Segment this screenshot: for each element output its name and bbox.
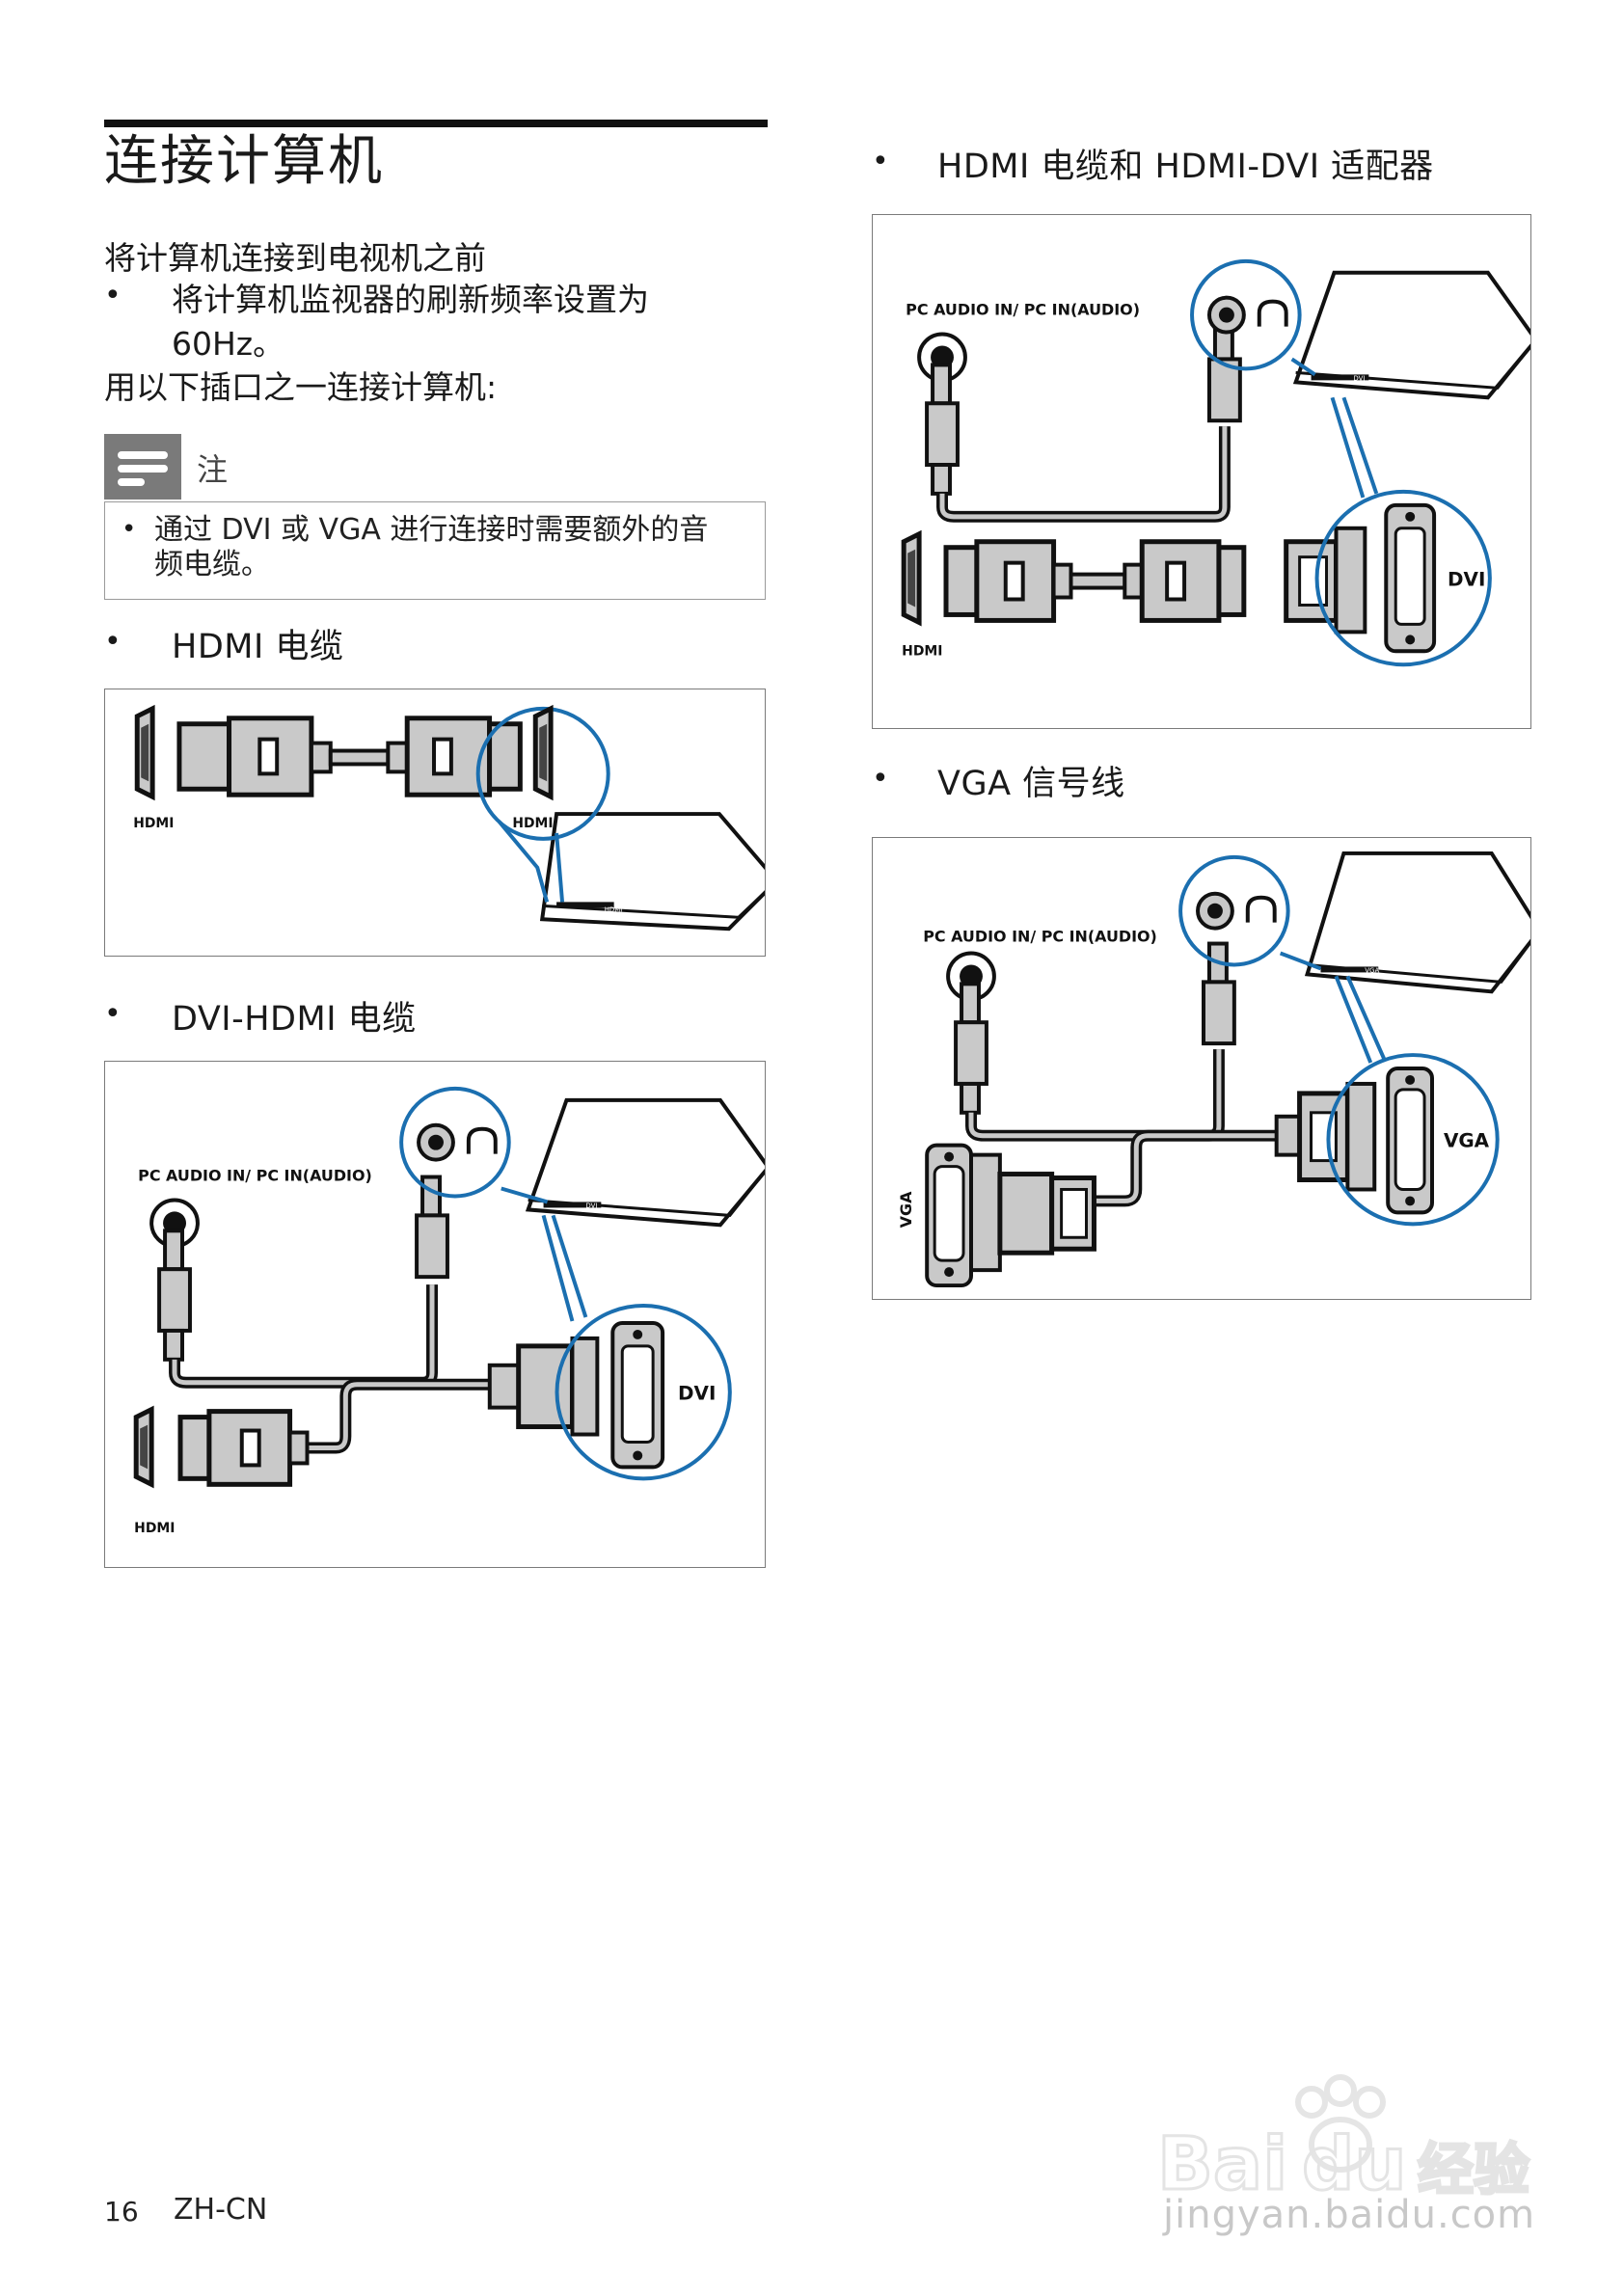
hdmi-port-icon [133,1405,154,1489]
note-icon [104,434,181,500]
callout-leader [541,1214,588,1322]
note-label: 注 [197,451,229,488]
headphone-icon [1245,895,1277,923]
callout-leader [497,820,565,903]
dvi-plug-icon [487,1336,600,1437]
label-vga-right: VGA [1444,1130,1490,1152]
dvi-port-icon [610,1320,665,1470]
vga-port-icon [925,1143,973,1288]
watermark-url: jingyan.baidu.com [1163,2193,1536,2237]
intro-bullet-text: 将计算机监视器的刷新频率设置为 [172,281,649,318]
label-hdmi: HDMI [134,1521,175,1536]
laptop-icon [1304,851,1530,994]
note-line: 通过 DVI 或 VGA 进行连接时需要额外的音 [154,513,709,547]
baidu-watermark-logo: Bai du 经验 [1156,2074,1531,2208]
svg-text:Bai: Bai [1157,2120,1287,2206]
callout-leader [1330,396,1379,499]
svg-text:du: du [1302,2120,1407,2206]
callout-circle [399,1086,511,1199]
callout-circle [1178,854,1290,967]
hdmi-plug-icon [386,716,523,797]
bullet-dot: • [872,145,889,178]
hdmi-plug-icon [943,539,1073,623]
dvi-port-icon [1384,502,1437,654]
bullet-dot: • [122,515,137,544]
label-hdmi-left: HDMI [133,816,174,831]
vga-plug-icon [969,1152,1096,1273]
figure-hdmi-dvi-adapter: PC AUDIO IN/ PC IN(AUDIO) DVI HDMI [872,214,1531,729]
callout-leader [501,1186,549,1204]
section-heading-hdmi: HDMI 电缆 [172,628,344,666]
hdmi-port-icon [532,704,554,801]
bullet-dot: • [872,762,889,796]
laptop-icon [539,812,765,932]
callout-leader [1290,357,1316,377]
headphone-icon [1257,299,1288,327]
figure-dvi-hdmi-cable: PC AUDIO IN/ PC IN(AUDIO) DVI [104,1061,766,1568]
label-pc-audio-in: PC AUDIO IN/ PC IN(AUDIO) [906,301,1140,319]
dvi-adapter-icon [1284,526,1367,635]
callout-circle [1190,258,1302,371]
headphone-icon [466,1126,498,1154]
label-hdmi-right: HDMI [512,816,553,831]
label-laptop-port: DVI [1353,374,1365,382]
label-laptop-port: VGA [1365,966,1379,974]
section-heading-hdmi-dvi: HDMI 电缆和 HDMI-DVI 适配器 [937,148,1434,186]
section-heading-vga: VGA 信号线 [937,765,1125,803]
vga-plug-icon [1274,1081,1377,1192]
label-pc-audio-in: PC AUDIO IN/ PC IN(AUDIO) [138,1167,372,1185]
label-dvi: DVI [678,1383,716,1405]
diagram-hdmi-cable: HDMI HDMI HDMI [133,704,765,932]
diagram-dvi-hdmi-cable: PC AUDIO IN/ PC IN(AUDIO) DVI [133,1086,765,1536]
figure-hdmi-cable: HDMI HDMI HDMI [104,689,766,957]
title-rule [104,120,768,127]
intro-connect-text: 用以下插口之一连接计算机: [104,368,498,406]
bullet-dot: • [104,997,122,1031]
label-laptop-port: DVI [585,1202,597,1209]
label-pc-audio-in: PC AUDIO IN/ PC IN(AUDIO) [923,928,1157,946]
hdmi-port-icon [134,704,155,801]
figure-vga-cable: PC AUDIO IN/ PC IN(AUDIO) VGA VGA [872,837,1531,1300]
intro-heading: 将计算机连接到电视机之前 [104,239,486,277]
vga-port-icon [1386,1067,1434,1215]
callout-circle [555,1304,732,1481]
hdmi-plug-icon [176,716,333,797]
note-text: 通过 DVI 或 VGA 进行连接时需要额外的音 频电缆。 [154,513,752,582]
diagram-hdmi-dvi-adapter: PC AUDIO IN/ PC IN(AUDIO) DVI HDMI [901,258,1530,667]
note-box [104,501,766,600]
callout-leader [1279,951,1322,971]
intro-bullet-text-cont: 60Hz。 [172,325,285,363]
svg-text:经验: 经验 [1418,2137,1529,2202]
hdmi-plug-icon [1123,539,1247,623]
laptop-icon [1292,270,1530,400]
laptop-icon [525,1097,765,1228]
page-number: 16 [104,2196,139,2228]
page-title: 连接计算机 [104,130,384,193]
label-laptop-port: HDMI [605,905,623,913]
label-dvi: DVI [1448,569,1485,591]
cable [1069,572,1127,590]
hdmi-port-icon [901,529,922,627]
section-heading-dvi-hdmi: DVI-HDMI 电缆 [172,1000,417,1039]
callout-circle [1326,1053,1500,1227]
note-line: 频电缆。 [154,548,270,581]
language-code: ZH-CN [174,2193,268,2227]
cable [328,748,391,767]
bullet-dot: • [104,279,122,312]
label-hdmi: HDMI [902,643,942,659]
hdmi-plug-icon [177,1409,310,1487]
callout-circle [475,706,610,841]
bullet-dot: • [104,625,122,659]
label-vga-left: VGA [897,1191,915,1228]
callout-leader [1334,975,1387,1064]
callout-circle [1314,489,1492,667]
diagram-vga-cable: PC AUDIO IN/ PC IN(AUDIO) VGA VGA [897,851,1530,1288]
